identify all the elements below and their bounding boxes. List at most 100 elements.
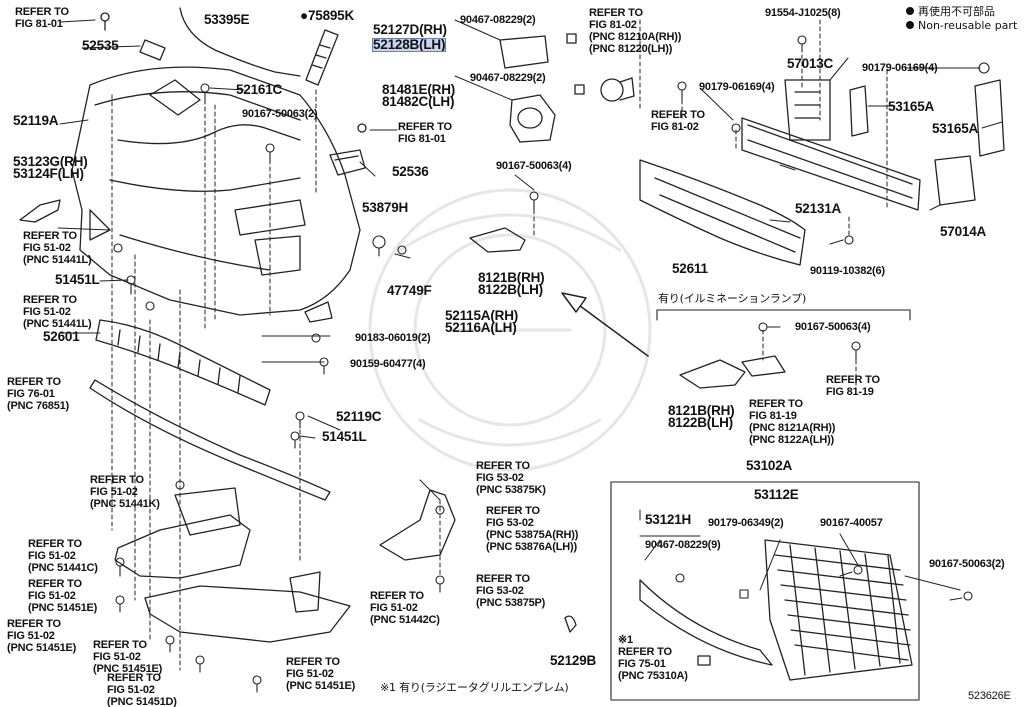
- label-51451l-a: 51451L: [55, 272, 100, 287]
- optional-bracket-line: [656, 309, 911, 321]
- label-52611: 52611: [672, 261, 708, 276]
- label-refer-51451e-a: REFER TO FIG 51-02 (PNC 51451E): [28, 578, 98, 614]
- label-90467-08229-c: 90467-08229(9): [645, 539, 721, 551]
- label-optional-illumination: 有り(イルミネーションランプ): [658, 292, 807, 305]
- label-refer-53875p: REFER TO FIG 53-02 (PNC 53875P): [476, 573, 546, 609]
- label-refer-51451e-b: REFER TO FIG 51-02 (PNC 51451E): [7, 618, 77, 654]
- label-52128b-highlighted: 52128B(LH): [371, 37, 447, 52]
- label-refer-51442c: REFER TO FIG 51-02 (PNC 51442C): [370, 590, 440, 626]
- grille-53112e: [764, 539, 913, 681]
- label-refer-76-01: REFER TO FIG 76-01 (PNC 76851): [7, 376, 69, 412]
- splash-shield-53875a: [379, 489, 456, 561]
- label-91554-j1025: 91554-J1025(8): [765, 7, 841, 19]
- label-53102a: 53102A: [746, 458, 793, 473]
- cover-53123g: [19, 199, 61, 223]
- non-reusable-dot-icon: [906, 21, 914, 29]
- label-90167-40057: 90167-40057: [820, 517, 883, 529]
- label-75895k: ●75895K: [300, 8, 355, 23]
- label-90159-60477: 90159-60477(4): [350, 358, 426, 370]
- fog-bezel-81481e: [509, 84, 585, 143]
- fasteners: [113, 35, 990, 693]
- label-57013c: 57013C: [787, 56, 834, 71]
- clip-52129b: [564, 615, 577, 633]
- label-51451l-b: 51451L: [322, 429, 367, 444]
- label-refer-81-01-top: REFER TO FIG 81-01: [15, 6, 69, 30]
- label-refer-51451e-d: REFER TO FIG 51-02 (PNC 51451E): [286, 656, 356, 692]
- label-52601: 52601: [43, 329, 80, 344]
- label-refer-81-19-a: REFER TO FIG 81-19: [826, 374, 880, 398]
- emblem-75310a: [697, 655, 711, 666]
- label-refer-51451d: REFER TO FIG 51-02 (PNC 51451D): [107, 672, 177, 707]
- absorber-52601: [95, 319, 271, 406]
- label-90167-50063-a: 90167-50063(2): [242, 108, 318, 120]
- legend-text-en: Non-reusable part: [918, 19, 1018, 32]
- label-90179-06169-mid: 90179-06169(4): [699, 81, 775, 93]
- label-refer-51441k: REFER TO FIG 51-02 (PNC 51441K): [90, 474, 160, 510]
- label-52119c: 52119C: [336, 409, 382, 424]
- label-53879h: 53879H: [362, 200, 409, 215]
- spoiler-76851: [89, 379, 331, 501]
- label-90167-50063-b: 90167-50063(4): [496, 160, 572, 172]
- label-90167-50063-c: 90167-50063(4): [795, 321, 871, 333]
- label-refer-51441l-b: REFER TO FIG 51-02 (PNC 51441L): [23, 294, 92, 330]
- label-53121h: 53121H: [645, 512, 692, 527]
- label-53165a-top: 53165A: [888, 99, 935, 114]
- label-8121b-lower: 8121B(RH) 8122B(LH): [668, 403, 735, 430]
- label-47749f: 47749F: [387, 283, 432, 298]
- label-52127d: 52127D(RH): [373, 22, 447, 37]
- lamp-8121b-lower: [679, 355, 786, 389]
- brackets-53165a: [849, 79, 1005, 206]
- legend-text-jp: 再使用不可部品: [918, 5, 995, 18]
- label-53123g: 53123G(RH) 53124F(LH): [13, 154, 88, 181]
- label-refer-53875k: REFER TO FIG 53-02 (PNC 53875K): [476, 460, 546, 496]
- label-53395e: 53395E: [204, 12, 250, 27]
- lamp-8121b-upper: [469, 227, 526, 253]
- label-refer-51451e-c: REFER TO FIG 51-02 (PNC 51451E): [93, 639, 163, 675]
- label-52536: 52536: [392, 164, 429, 179]
- legend-non-reusable-jp: 再使用不可部品: [906, 3, 995, 19]
- non-reusable-dot-icon: [906, 7, 914, 15]
- label-57014a: 57014A: [940, 224, 987, 239]
- label-90119-10382: 90119-10382(6): [810, 265, 885, 277]
- seal-53395e: [179, 7, 301, 77]
- label-refer-51441l-a: REFER TO FIG 51-02 (PNC 51441L): [23, 230, 92, 266]
- label-90179-06349: 90179-06349(2): [708, 517, 784, 529]
- bracket-52536: [329, 123, 367, 176]
- label-90167-50063-d: 90167-50063(2): [929, 558, 1005, 570]
- direction-arrow: [561, 292, 649, 357]
- label-refer-75-01: ※1 REFER TO FIG 75-01 (PNC 75310A): [618, 634, 688, 682]
- label-90179-06169-right: 90179-06169(4): [862, 62, 938, 74]
- label-refer-53875a: REFER TO FIG 53-02 (PNC 53875A(RH)) (PNC…: [486, 505, 579, 553]
- label-52129b: 52129B: [550, 653, 597, 668]
- label-90467-08229-a: 90467-08229(2): [460, 14, 536, 26]
- hole-cover-52127d: [499, 33, 577, 69]
- fog-lamp: [600, 77, 635, 102]
- label-90183-06019: 90183-06019(2): [355, 332, 431, 344]
- label-52161c: 52161C: [236, 82, 283, 97]
- grille-box: [610, 481, 920, 701]
- absorber-52611: [639, 159, 806, 266]
- under-covers-left: [114, 487, 351, 643]
- label-52115a: 52115A(RH) 52116A(LH): [445, 308, 519, 335]
- grille-molding-53121h: [639, 579, 773, 666]
- reinforcement-52131a: [741, 79, 921, 211]
- label-53112e: 53112E: [754, 487, 799, 502]
- label-52535: 52535: [82, 38, 119, 53]
- label-90467-08229-b: 90467-08229(2): [470, 72, 546, 84]
- label-refer-51441c: REFER TO FIG 51-02 (PNC 51441C): [28, 538, 98, 574]
- label-refer-81-01-mid: REFER TO FIG 81-01: [398, 121, 452, 145]
- clip-52535: [100, 12, 166, 61]
- label-footnote-emblem: ※1 有り(ラジエータグリルエンブレム): [380, 681, 569, 694]
- bracket-52115a: [304, 301, 333, 323]
- diagram-code: 523626E: [968, 690, 1011, 702]
- label-52119a: 52119A: [13, 113, 59, 128]
- label-refer-81-19-pnc: REFER TO FIG 81-19 (PNC 8121A(RH)) (PNC …: [749, 398, 836, 446]
- legend-non-reusable-en: Non-reusable part: [906, 19, 1017, 32]
- bumper-cover-52119a: [71, 66, 361, 316]
- watermark-emblem: [368, 188, 652, 472]
- label-refer-81-02-pnc: REFER TO FIG 81-02 (PNC 81210A(RH)) (PNC…: [589, 7, 682, 55]
- label-81481e: 81481E(RH) 81482C(LH): [382, 82, 456, 109]
- label-refer-81-02-mid: REFER TO FIG 81-02: [651, 109, 705, 133]
